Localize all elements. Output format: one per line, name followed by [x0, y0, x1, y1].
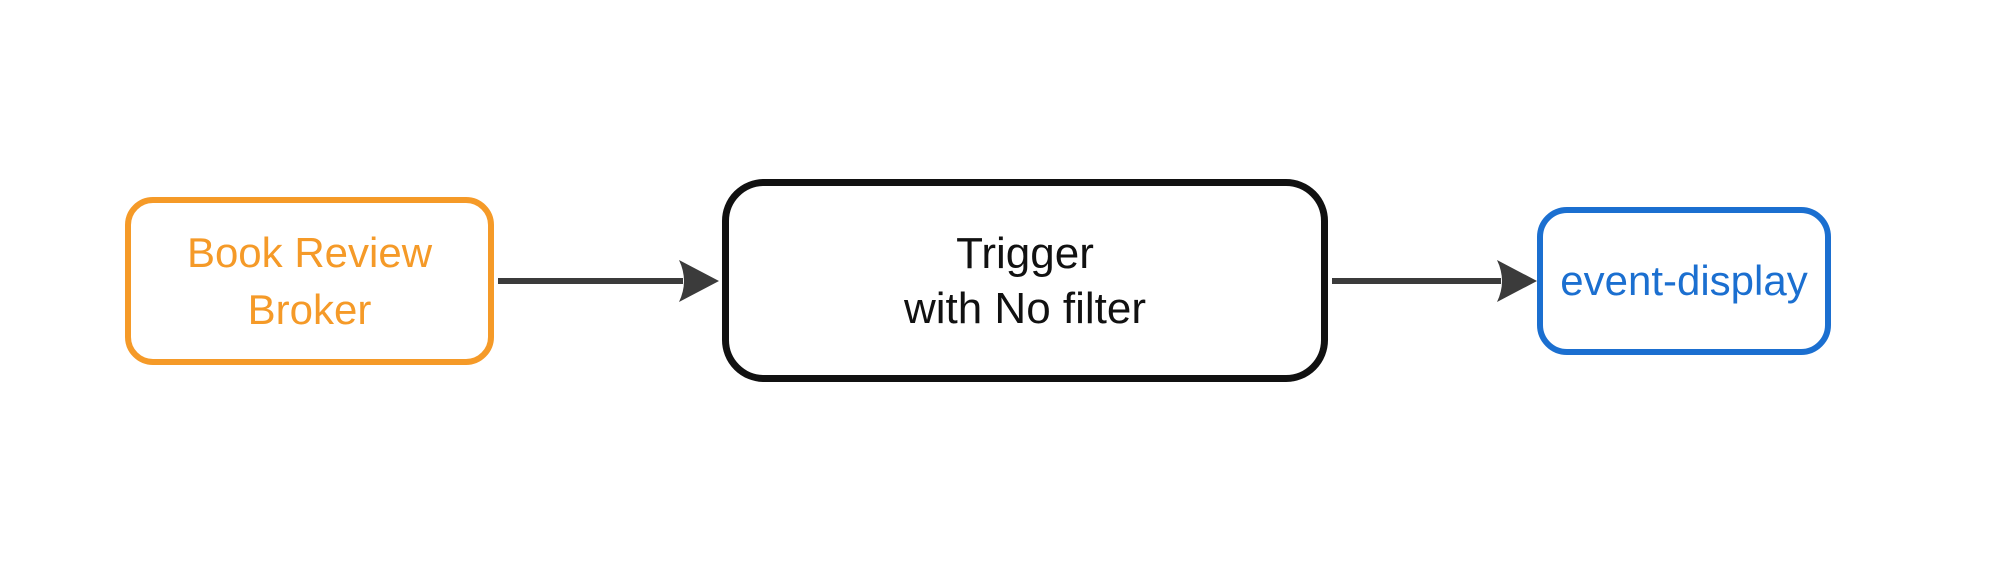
node-event-display: event-display [1537, 207, 1831, 355]
arrow-trigger-to-event-display [1332, 260, 1537, 302]
node-label: event-display [1560, 256, 1807, 306]
arrowhead-icon [1497, 260, 1537, 302]
node-label-line: Book Review [186, 229, 433, 276]
node-label-line: Trigger [956, 228, 1094, 278]
node-label: Trigger with No filter [904, 226, 1146, 336]
node-label: Book Review Broker [187, 224, 432, 338]
node-book-review-broker: Book Review Broker [125, 197, 494, 365]
arrow-broker-to-trigger [498, 260, 719, 302]
node-label-line: event-display [1560, 257, 1808, 304]
node-label-line: with No filter [903, 283, 1147, 333]
node-label-line: Broker [247, 286, 372, 333]
node-trigger-with-no-filter: Trigger with No filter [722, 179, 1328, 382]
arrowhead-icon [679, 260, 719, 302]
